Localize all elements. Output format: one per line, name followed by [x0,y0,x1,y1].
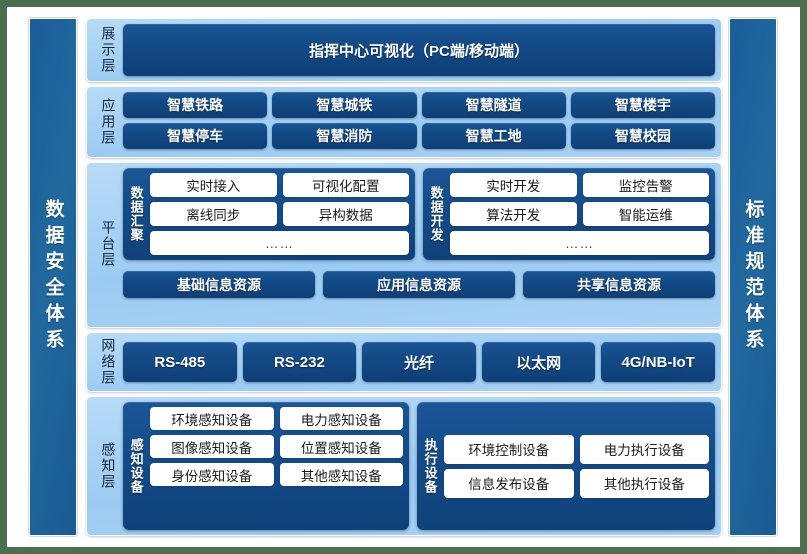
layer-application-body: 智慧铁路 智慧城铁 智慧隧道 智慧楼宇 智慧停车 智慧消防 智慧工地 智慧校园 [123,92,715,152]
layer-sense-label: 感知层 [100,442,117,490]
pillar-right-label: 标准规范体系 [742,199,764,355]
chip-position-sensor[interactable]: 位置感知设备 [279,435,403,458]
dev-row-2: 算法开发 智能运维 [450,202,709,226]
chip-realtime-development[interactable]: 实时开发 [450,173,577,197]
layer-display-label-wrap: 展示层 [93,24,123,76]
chip-heterogeneous-data[interactable]: 异构数据 [282,202,409,226]
pillar-left-label: 数据安全体系 [42,199,64,355]
chip-smart-campus[interactable]: 智慧校园 [570,123,715,149]
layer-sense-label-wrap: 感知层 [93,402,123,530]
sense-row-1: 环境感知设备 电力感知设备 [150,407,403,430]
sense-row-3: 身份感知设备 其他感知设备 [150,463,403,486]
chip-power-sensor[interactable]: 电力感知设备 [279,407,403,430]
layer-display-body: 指挥中心可视化（PC端/移动端） [123,24,715,76]
chip-smart-construction-site[interactable]: 智慧工地 [421,123,566,149]
chip-smart-railway[interactable]: 智慧铁路 [123,92,268,118]
chip-development-more[interactable]: …… [450,231,709,255]
chip-smart-urban-rail[interactable]: 智慧城铁 [272,92,417,118]
chip-smart-building[interactable]: 智慧楼宇 [570,92,715,118]
chip-offline-sync[interactable]: 离线同步 [150,202,277,226]
layer-platform-body: 数据汇聚 实时接入 可视化配置 离线同步 异构数据 …… [123,168,715,320]
group-sensing-devices-label-wrap: 感知设备 [127,407,145,525]
layer-application: 应用层 智慧铁路 智慧城铁 智慧隧道 智慧楼宇 智慧停车 智慧消防 智慧工地 智… [86,86,722,158]
layer-sense-body: 感知设备 环境感知设备 电力感知设备 图像感知设备 位置感知设备 [123,402,715,530]
platform-resources: 基础信息资源 应用信息资源 共享信息资源 [123,271,715,298]
network-grid: RS-485 RS-232 光纤 以太网 4G/NB-IoT [123,342,715,382]
chip-environment-sensor[interactable]: 环境感知设备 [150,407,274,430]
chip-rs232[interactable]: RS-232 [242,342,357,382]
pillar-standards: 标准规范体系 [729,18,777,536]
group-data-development: 数据开发 实时开发 监控告警 算法开发 智能运维 …… [423,168,715,260]
chip-shared-info-resource[interactable]: 共享信息资源 [523,271,715,298]
chip-power-actuator[interactable]: 电力执行设备 [579,434,709,464]
actuate-row-1: 环境控制设备 电力执行设备 [444,434,709,464]
group-actuating-devices-label: 执行设备 [422,438,438,494]
chip-aggregation-more[interactable]: …… [150,231,409,255]
group-data-aggregation-label-wrap: 数据汇聚 [127,173,145,255]
chip-monitoring-alarm[interactable]: 监控告警 [582,173,709,197]
group-sensing-devices-label: 感知设备 [128,438,144,494]
chip-other-actuator[interactable]: 其他执行设备 [579,468,709,498]
chip-command-center[interactable]: 指挥中心可视化（PC端/移动端） [123,24,715,76]
layer-application-label: 应用层 [100,98,117,146]
layer-network-label-wrap: 网络层 [93,338,123,386]
group-sensing-devices: 感知设备 环境感知设备 电力感知设备 图像感知设备 位置感知设备 [123,402,409,530]
layer-display-label: 展示层 [100,26,117,74]
chip-smart-parking[interactable]: 智慧停车 [123,123,268,149]
layer-network-label: 网络层 [100,338,117,386]
group-sensing-devices-items: 环境感知设备 电力感知设备 图像感知设备 位置感知设备 身份感知设备 其他感知设… [150,407,403,525]
platform-groups: 数据汇聚 实时接入 可视化配置 离线同步 异构数据 …… [123,168,715,260]
application-grid-row2: 智慧停车 智慧消防 智慧工地 智慧校园 [123,123,715,149]
chip-info-publishing-device[interactable]: 信息发布设备 [444,468,574,498]
sense-groups: 感知设备 环境感知设备 电力感知设备 图像感知设备 位置感知设备 [123,402,715,530]
layer-sense: 感知层 感知设备 环境感知设备 电力感知设备 [86,396,722,536]
layer-display: 展示层 指挥中心可视化（PC端/移动端） [86,18,722,82]
chip-4g-nbiot[interactable]: 4G/NB-IoT [601,342,715,382]
chip-ethernet[interactable]: 以太网 [481,342,596,382]
application-grid-row1: 智慧铁路 智慧城铁 智慧隧道 智慧楼宇 [123,92,715,118]
chip-image-sensor[interactable]: 图像感知设备 [150,435,274,458]
layer-application-label-wrap: 应用层 [93,92,123,152]
pillar-data-security: 数据安全体系 [29,18,77,536]
diagram-canvas: 数据安全体系 标准规范体系 展示层 指挥中心可视化（PC端/移动端） 应用层 智 [7,7,800,547]
group-data-development-items: 实时开发 监控告警 算法开发 智能运维 …… [450,173,709,255]
chip-intelligent-ops[interactable]: 智能运维 [582,202,709,226]
layer-network: 网络层 RS-485 RS-232 光纤 以太网 4G/NB-IoT [86,332,722,392]
layer-network-body: RS-485 RS-232 光纤 以太网 4G/NB-IoT [123,338,715,386]
group-data-aggregation-items: 实时接入 可视化配置 离线同步 异构数据 …… [150,173,409,255]
chip-smart-firefighting[interactable]: 智慧消防 [272,123,417,149]
group-data-aggregation: 数据汇聚 实时接入 可视化配置 离线同步 异构数据 …… [123,168,415,260]
layer-stack: 展示层 指挥中心可视化（PC端/移动端） 应用层 智慧铁路 智慧城铁 智慧隧道 … [86,18,722,536]
chip-basic-info-resource[interactable]: 基础信息资源 [123,271,315,298]
chip-application-info-resource[interactable]: 应用信息资源 [323,271,515,298]
sense-row-2: 图像感知设备 位置感知设备 [150,435,403,458]
group-data-development-label: 数据开发 [428,186,444,242]
group-data-development-label-wrap: 数据开发 [427,173,445,255]
group-actuating-devices: 执行设备 环境控制设备 电力执行设备 信息发布设备 其他执行设备 [417,402,715,530]
agg-row-1: 实时接入 可视化配置 [150,173,409,197]
layer-platform: 平台层 数据汇聚 实时接入 可视化配置 [86,162,722,328]
chip-fiber-optic[interactable]: 光纤 [362,342,476,382]
chip-visual-config[interactable]: 可视化配置 [282,173,409,197]
chip-environment-control-device[interactable]: 环境控制设备 [444,434,574,464]
chip-algorithm-development[interactable]: 算法开发 [450,202,577,226]
layer-platform-label: 平台层 [100,220,117,268]
agg-row-2: 离线同步 异构数据 [150,202,409,226]
group-data-aggregation-label: 数据汇聚 [128,186,144,242]
layer-platform-label-wrap: 平台层 [93,168,123,320]
dev-row-1: 实时开发 监控告警 [450,173,709,197]
group-actuating-devices-label-wrap: 执行设备 [421,407,439,525]
display-row: 指挥中心可视化（PC端/移动端） [123,24,715,76]
group-actuating-devices-items: 环境控制设备 电力执行设备 信息发布设备 其他执行设备 [444,407,709,525]
chip-identity-sensor[interactable]: 身份感知设备 [150,463,274,486]
chip-rs485[interactable]: RS-485 [123,342,237,382]
chip-realtime-ingest[interactable]: 实时接入 [150,173,277,197]
chip-other-sensor[interactable]: 其他感知设备 [279,463,403,486]
chip-smart-tunnel[interactable]: 智慧隧道 [421,92,566,118]
actuate-row-2: 信息发布设备 其他执行设备 [444,468,709,498]
